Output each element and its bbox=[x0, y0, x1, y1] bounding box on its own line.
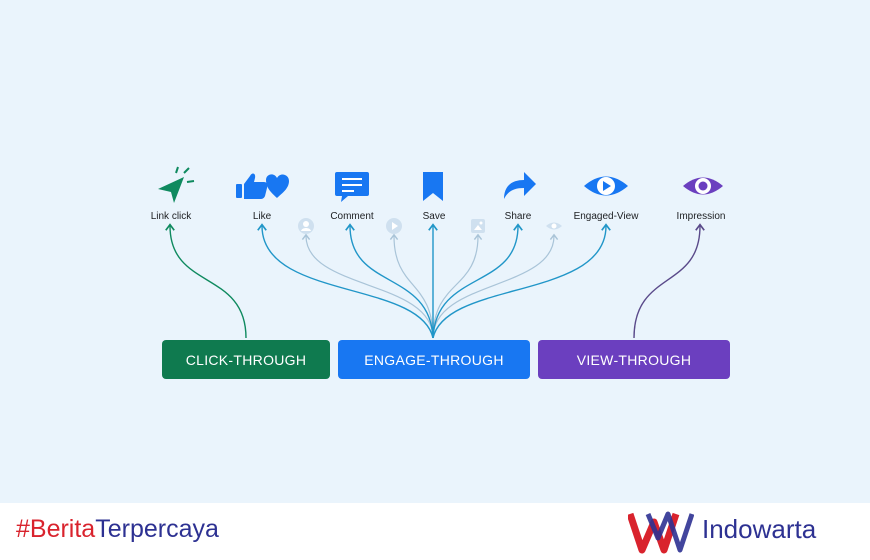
category-click-through: CLICK-THROUGH bbox=[162, 340, 330, 379]
connector-view bbox=[432, 233, 559, 339]
play-eye-icon bbox=[584, 176, 628, 196]
play-icon bbox=[386, 218, 402, 234]
category-label-engage-through: ENGAGE-THROUGH bbox=[364, 351, 504, 368]
profile-icon bbox=[298, 218, 314, 234]
connector-like bbox=[257, 223, 434, 339]
indowarta-logo-icon bbox=[628, 511, 694, 554]
brand-name: Indowarta bbox=[702, 514, 817, 544]
hashtag-suffix: Terpercaya bbox=[95, 515, 219, 543]
diagram-canvas: Link click Like Comment Save Share Engag… bbox=[0, 0, 870, 503]
category-engage-through: ENGAGE-THROUGH bbox=[338, 340, 530, 379]
connector-engaged-view bbox=[432, 223, 611, 339]
cursor-click-icon bbox=[158, 166, 195, 203]
attribution-diagram bbox=[158, 166, 723, 339]
action-label-like: Like bbox=[252, 211, 272, 222]
share-arrow-icon bbox=[504, 172, 536, 199]
connector-profile bbox=[301, 233, 434, 339]
hashtag-text: #BeritaTerpercaya bbox=[16, 515, 219, 544]
action-label-impression: Impression bbox=[676, 211, 726, 222]
category-label-view-through: VIEW-THROUGH bbox=[576, 351, 692, 368]
action-label-comment: Comment bbox=[330, 211, 374, 222]
action-label-save: Save bbox=[422, 211, 446, 222]
connector-play bbox=[389, 233, 434, 339]
view-icon bbox=[546, 222, 562, 230]
bookmark-icon bbox=[423, 172, 443, 201]
eye-icon bbox=[683, 177, 723, 195]
category-label-click-through: CLICK-THROUGH bbox=[185, 351, 307, 368]
connector-share bbox=[432, 223, 523, 339]
connector-impression bbox=[633, 223, 705, 339]
comment-icon bbox=[335, 172, 369, 202]
connector-image bbox=[432, 233, 483, 339]
action-label-link-click: Link click bbox=[150, 211, 192, 222]
thumbs-up-heart-icon bbox=[236, 173, 289, 199]
action-label-engaged-view: Engaged-View bbox=[573, 211, 639, 222]
connector-link-click bbox=[165, 223, 247, 339]
action-label-share: Share bbox=[504, 211, 532, 222]
image-icon bbox=[471, 219, 485, 233]
hashtag-prefix: #Berita bbox=[16, 515, 96, 543]
footer-bar bbox=[0, 503, 870, 560]
connector-comment bbox=[345, 223, 434, 339]
category-view-through: VIEW-THROUGH bbox=[538, 340, 730, 379]
